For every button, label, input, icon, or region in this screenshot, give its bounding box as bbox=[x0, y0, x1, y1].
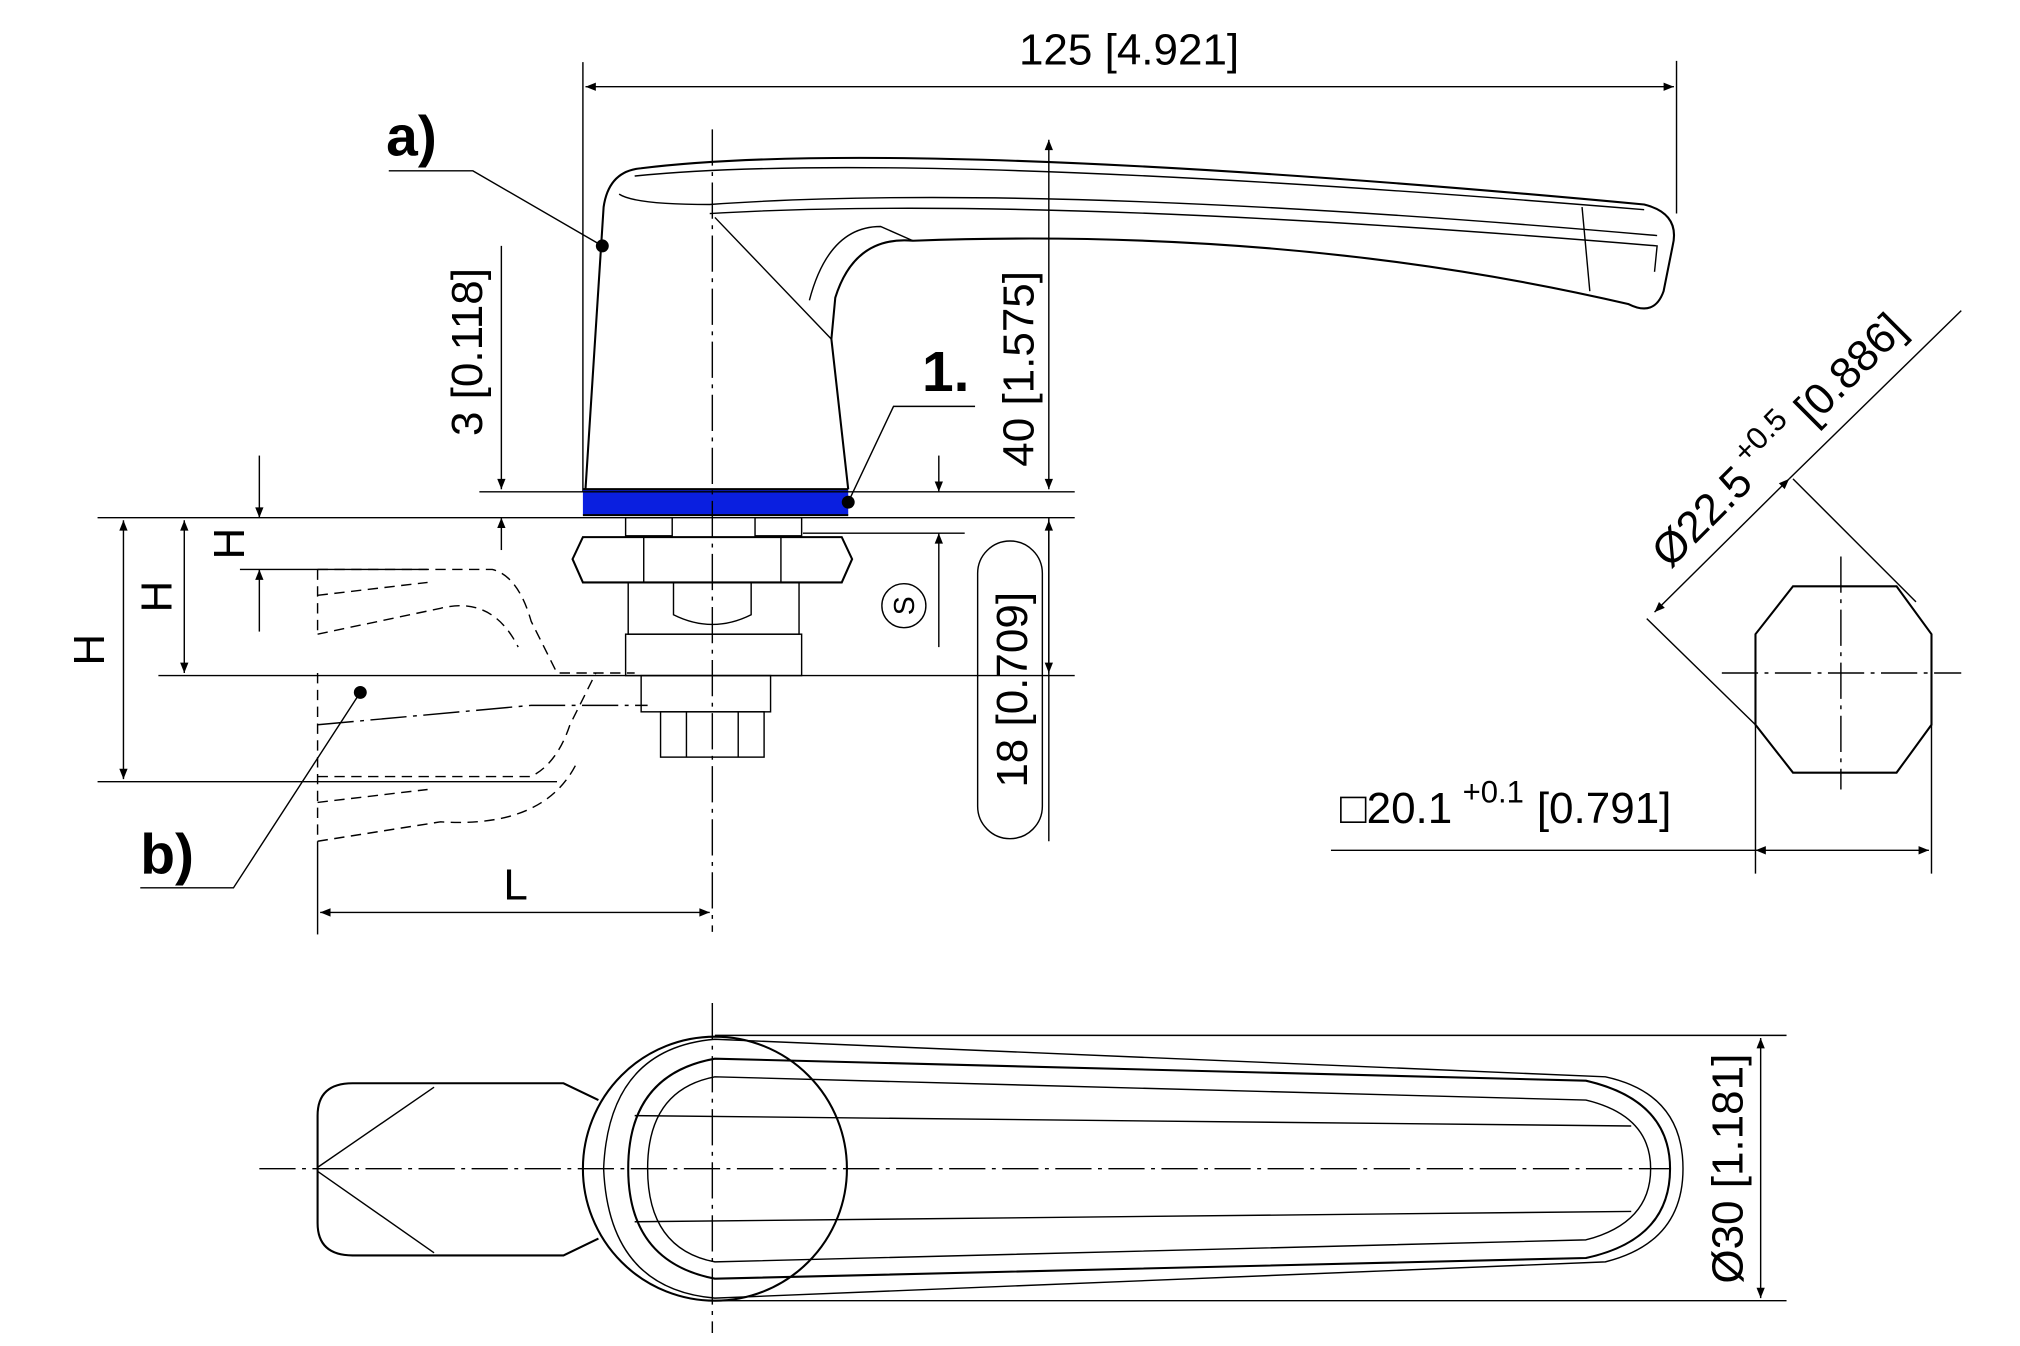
callout-1: 1. bbox=[841, 340, 976, 509]
s-dimension: S bbox=[881, 455, 943, 648]
stem-length-dimension: 18 [0.709] bbox=[976, 517, 1053, 842]
overall-length-dimension: 125 [4.921] bbox=[582, 26, 1678, 492]
callout-b-label: b) bbox=[140, 823, 194, 887]
handle-height-dimension: 40 [1.575] bbox=[994, 139, 1053, 490]
callout-b: b) bbox=[140, 685, 367, 889]
callout-1-label: 1. bbox=[922, 340, 970, 404]
h-label-small: H bbox=[205, 528, 254, 560]
h-dimensions: H H H bbox=[65, 455, 264, 780]
square-bore-view: □20.1+0.1[0.791] Ø22.5+0.5[0.886] bbox=[1330, 297, 1962, 874]
handle-top-view: Ø30 [1.181] bbox=[259, 1034, 1787, 1302]
flange-thickness-dimension: 3 [0.118] bbox=[443, 245, 506, 551]
h-label-medium: H bbox=[132, 581, 181, 613]
square-size-label: □20.1+0.1[0.791] bbox=[1340, 774, 1671, 833]
seal-ring-highlight bbox=[582, 489, 849, 516]
l-label: L bbox=[503, 860, 527, 909]
hub-diameter-label: Ø30 [1.181] bbox=[1704, 1054, 1753, 1284]
callout-a-label: a) bbox=[386, 104, 437, 168]
h-label-large: H bbox=[65, 634, 114, 666]
overall-length-label: 125 [4.921] bbox=[1019, 26, 1239, 75]
l-dimension: L bbox=[316, 841, 710, 935]
handle-side-view bbox=[316, 156, 1675, 842]
bore-diameter-label: Ø22.5+0.5[0.886] bbox=[1636, 297, 1915, 576]
handle-height-label: 40 [1.575] bbox=[994, 271, 1043, 467]
s-symbol-label: S bbox=[889, 596, 921, 615]
flange-thickness-label: 3 [0.118] bbox=[443, 268, 492, 436]
callout-a: a) bbox=[386, 104, 609, 253]
stem-length-label: 18 [0.709] bbox=[988, 592, 1037, 788]
